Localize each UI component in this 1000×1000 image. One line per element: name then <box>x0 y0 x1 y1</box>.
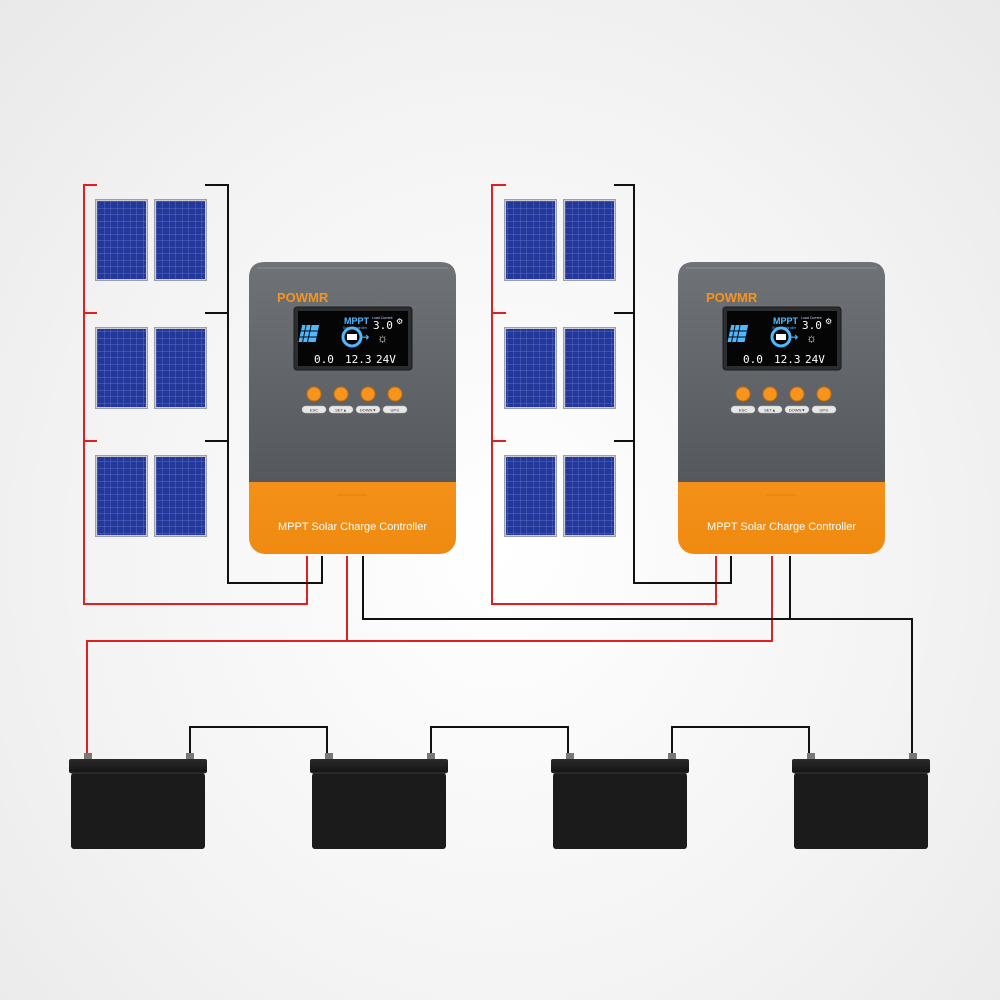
lcd-system-voltage: 24V <box>805 353 825 366</box>
lcd-current-out: 3.0 <box>373 319 393 332</box>
lcd-current-label: Load Current <box>801 316 821 320</box>
lcd-system-voltage: 24V <box>376 353 396 366</box>
battery-terminal <box>909 753 917 760</box>
solar-panels <box>95 199 616 537</box>
wires <box>83 184 913 756</box>
battery <box>310 753 448 849</box>
battery <box>69 753 207 849</box>
button-label: UP⊙ <box>391 408 400 413</box>
battery-link-1 <box>189 726 328 756</box>
right-array-positive-wire <box>491 184 717 605</box>
lcd-voltage-in: 0.0 <box>743 353 763 366</box>
button-label: DOWN▼ <box>789 408 806 413</box>
solar-panel <box>563 199 616 281</box>
button-label: SET▲ <box>764 408 776 413</box>
lcd-current-out: 3.0 <box>802 319 822 332</box>
button-esc[interactable] <box>735 386 751 402</box>
solar-panel <box>504 199 557 281</box>
batteries <box>69 753 930 849</box>
solar-panel <box>563 327 616 409</box>
solar-panel-icon <box>298 325 320 342</box>
button-label: ESC <box>739 408 747 413</box>
button-label: DOWN▼ <box>360 408 377 413</box>
solar-panel <box>154 455 207 537</box>
solar-panel <box>95 199 148 281</box>
battery-terminal <box>325 753 333 760</box>
button-label: UP⊙ <box>820 408 829 413</box>
battery-link-2 <box>430 726 569 756</box>
button-label-pill <box>355 405 381 414</box>
button-down[interactable] <box>360 386 376 402</box>
button-up[interactable] <box>816 386 832 402</box>
battery <box>792 753 930 849</box>
battery-icon <box>770 326 792 348</box>
battery-terminal <box>807 753 815 760</box>
button-label: ESC <box>310 408 318 413</box>
battery-terminal <box>186 753 194 760</box>
lcd-title: MPPT <box>344 316 370 326</box>
controller-label: MPPT Solar Charge Controller <box>278 521 427 533</box>
solar-panel <box>154 199 207 281</box>
solar-panel <box>95 455 148 537</box>
arrow-right-icon: ➜ <box>362 332 370 342</box>
solar-panel <box>504 327 557 409</box>
bulb-icon: ☼ <box>806 331 817 345</box>
solar-panel <box>154 327 207 409</box>
right-array-negative-wire <box>614 184 732 584</box>
lcd-subtitle: Solar Controller <box>343 326 368 330</box>
controller-label: MPPT Solar Charge Controller <box>707 521 856 533</box>
settings-icon: ⚙ <box>396 317 403 326</box>
lcd-subtitle: Solar Controller <box>772 326 797 330</box>
button-label: SET▲ <box>335 408 347 413</box>
button-label-pill <box>301 405 327 414</box>
battery <box>551 753 689 849</box>
left-array-positive-wire <box>83 184 308 605</box>
button-label-pill <box>730 405 756 414</box>
bulb-icon: ☼ <box>377 331 388 345</box>
left-array-negative-wire <box>205 184 323 584</box>
lcd-voltage-in: 0.0 <box>314 353 334 366</box>
lcd-voltage-batt: 12.3 <box>345 353 372 366</box>
button-set[interactable] <box>762 386 778 402</box>
battery-positive-bus <box>86 556 773 756</box>
battery-negative-bus <box>362 556 913 756</box>
solar-panel <box>563 455 616 537</box>
battery-link-3 <box>671 726 810 756</box>
button-up[interactable] <box>387 386 403 402</box>
button-label-pill <box>328 405 354 414</box>
button-label-pill <box>811 405 837 414</box>
lcd-voltage-batt: 12.3 <box>774 353 801 366</box>
button-label-pill <box>784 405 810 414</box>
button-set[interactable] <box>333 386 349 402</box>
battery-terminal <box>668 753 676 760</box>
battery-terminal <box>566 753 574 760</box>
button-label-pill <box>382 405 408 414</box>
button-label-pill <box>757 405 783 414</box>
lcd-current-label: Load Current <box>372 316 392 320</box>
battery-terminal <box>84 753 92 760</box>
solar-panel <box>504 455 557 537</box>
lcd-title: MPPT <box>773 316 799 326</box>
solar-panel-icon <box>727 325 749 342</box>
brand-logo: POWMR <box>277 290 329 305</box>
battery-terminal <box>427 753 435 760</box>
brand-logo: POWMR <box>706 290 758 305</box>
arrow-right-icon: ➜ <box>791 332 799 342</box>
settings-icon: ⚙ <box>825 317 832 326</box>
solar-panel <box>95 327 148 409</box>
battery-icon <box>341 326 363 348</box>
button-down[interactable] <box>789 386 805 402</box>
button-esc[interactable] <box>306 386 322 402</box>
